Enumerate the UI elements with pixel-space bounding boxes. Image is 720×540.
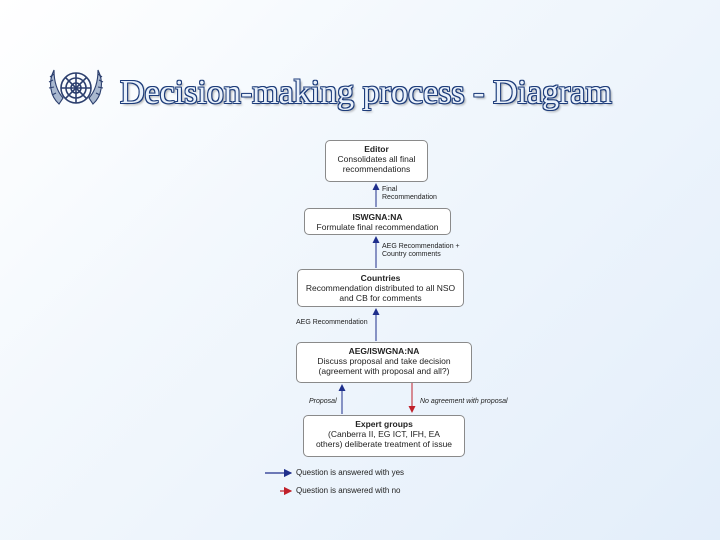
label-final-recommendation-line-1: Final [382, 186, 398, 193]
box-aeg-heading: AEG/ISWGNA:NA [348, 346, 420, 356]
box-editor-heading: Editor [364, 144, 389, 154]
box-iswgna-heading: ISWGNA:NA [352, 212, 403, 222]
label-final-recommendation: Final Recommendation [382, 186, 437, 202]
label-final-recommendation-line-2: Recommendation [382, 194, 437, 201]
box-countries: Countries Recommendation distributed to … [297, 269, 464, 307]
label-no-agreement: No agreement with proposal [420, 398, 508, 405]
box-expert-heading: Expert groups [355, 419, 413, 429]
box-aeg-iswgna: AEG/ISWGNA:NA Discuss proposal and take … [296, 342, 472, 383]
box-expert-groups: Expert groups (Canberra II, EG ICT, IFH,… [303, 415, 465, 457]
un-emblem-icon [48, 69, 104, 105]
box-editor-line-2: recommendations [342, 164, 411, 174]
box-countries-heading: Countries [360, 273, 401, 283]
label-aeg-recommendation: AEG Recommendation [296, 319, 368, 326]
box-countries-line-2: and CB for comments [339, 293, 422, 303]
label-proposal: Proposal [309, 398, 337, 405]
box-editor: Editor Consolidates all final recommenda… [325, 140, 428, 182]
box-expert-line-1: (Canberra II, EG ICT, IFH, EA [328, 429, 440, 439]
box-countries-line-1: Recommendation distributed to all NSO [305, 283, 456, 293]
box-editor-line-1: Consolidates all final [337, 154, 416, 164]
box-iswgna-line-1: Formulate final recommendation [316, 222, 439, 232]
label-aeg-rec-country-comments: AEG Recommendation + Country comments [382, 243, 460, 259]
box-aeg-line-2: (agreement with proposal and all?) [318, 366, 450, 376]
legend-no-text: Question is answered with no [296, 486, 401, 495]
box-expert-line-2: others) deliberate treatment of issue [315, 439, 453, 449]
label-aeg-rec-line-2: Country comments [382, 251, 441, 258]
box-iswgna: ISWGNA:NA Formulate final recommendation [304, 208, 451, 235]
legend-yes-text: Question is answered with yes [296, 468, 405, 477]
label-aeg-rec-line-1: AEG Recommendation + [382, 243, 460, 250]
box-aeg-line-1: Discuss proposal and take decision [317, 356, 451, 366]
slide-title: Decision-making process - Diagram [120, 74, 612, 111]
